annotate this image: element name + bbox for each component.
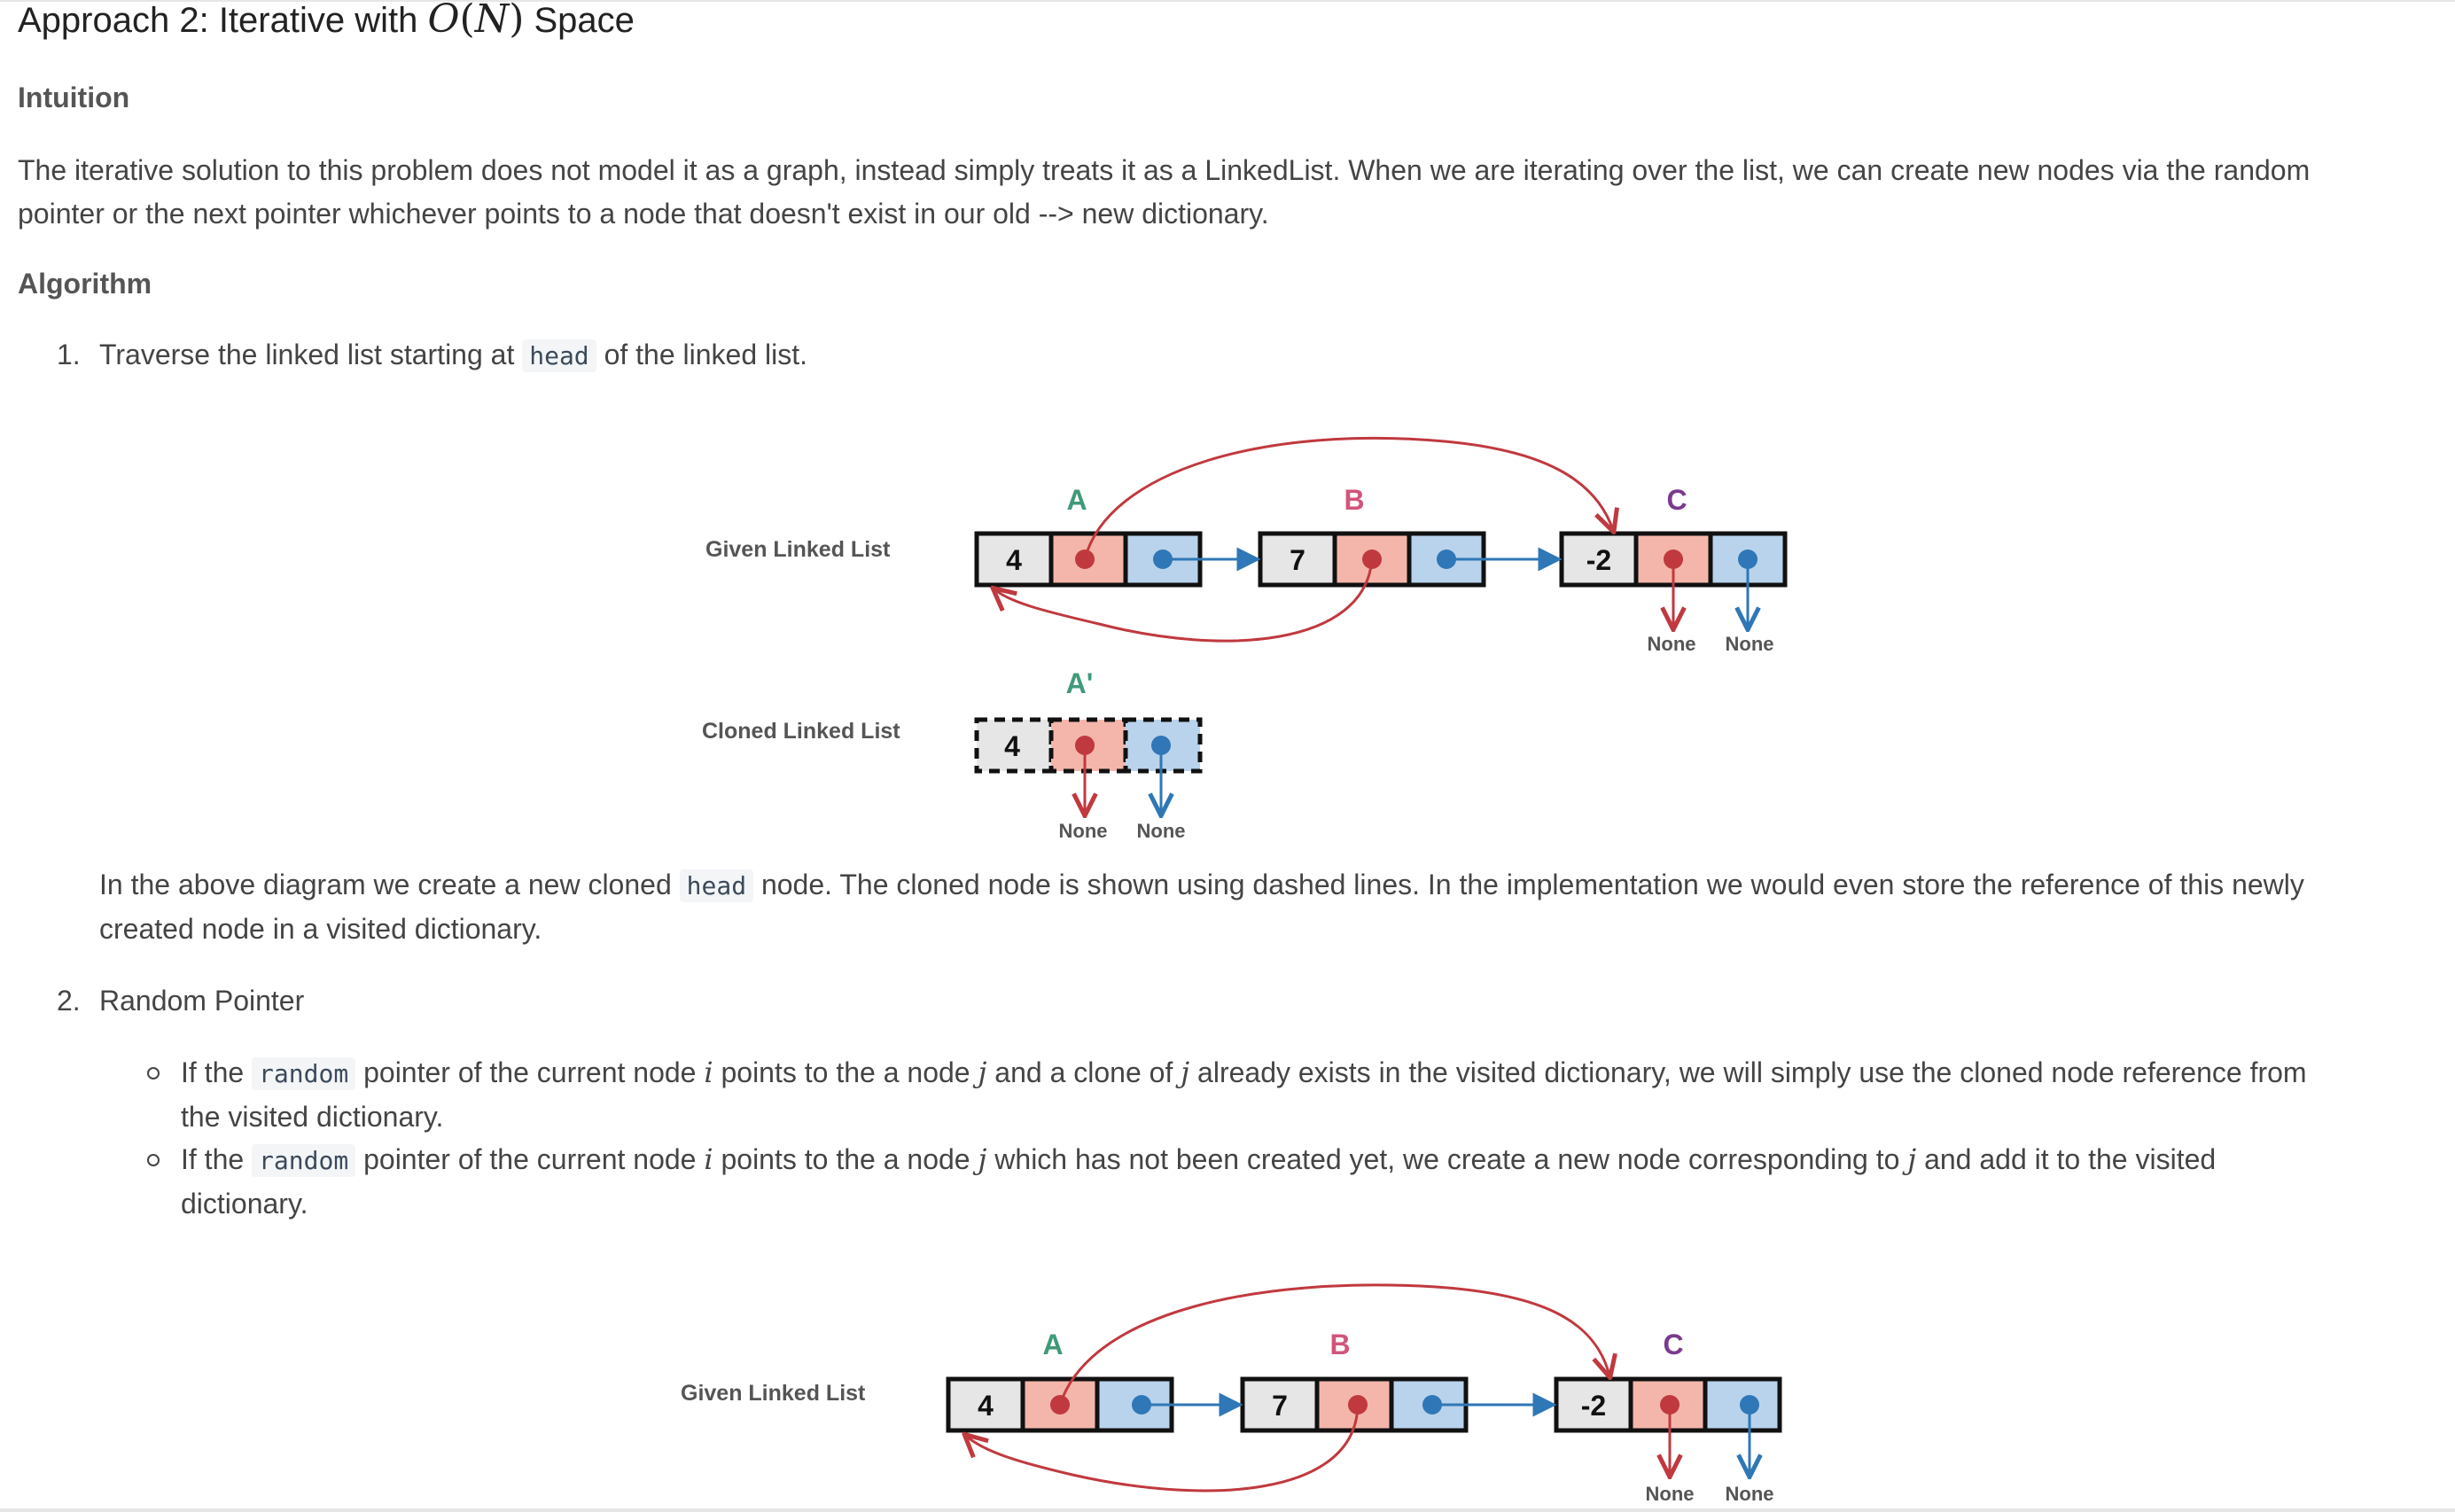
- node-a-label: A: [1066, 484, 1087, 516]
- head-code: head: [522, 339, 596, 372]
- random-code: random: [252, 1144, 356, 1177]
- node-c: -2 C: [1554, 1329, 1782, 1433]
- bottom-divider: [0, 1508, 2455, 1512]
- none-label: None: [1646, 1483, 1695, 1505]
- bullet-marker: [147, 1154, 160, 1166]
- node-a-value: 4: [978, 1390, 994, 1422]
- node-b-value: 7: [1290, 544, 1305, 576]
- diagram-clone-head: Given Linked List Cloned Linked List 4 A…: [702, 436, 1788, 842]
- node-b: 7 B: [1240, 1329, 1469, 1433]
- diagram-1-caption: In the above diagram we create a new clo…: [99, 863, 2404, 951]
- intuition-heading: Intuition: [18, 82, 130, 113]
- bullet-1-text: If the random pointer of the current nod…: [181, 1056, 2307, 1133]
- algorithm-heading: Algorithm: [18, 268, 152, 300]
- cloned-node-a-prime: 4 A': [974, 667, 1203, 774]
- node-b-label: B: [1329, 1329, 1350, 1360]
- node-a-label: A: [1042, 1329, 1063, 1360]
- step-2-number: 2.: [57, 985, 81, 1017]
- given-list-label: Given Linked List: [705, 537, 891, 562]
- none-label: None: [1137, 820, 1186, 842]
- node-c-value: -2: [1581, 1390, 1606, 1422]
- caption-line-2: created node in a visited dictionary.: [99, 913, 542, 945]
- intuition-paragraph: The iterative solution to this problem d…: [18, 149, 2428, 236]
- approach-title: Approach 2: Iterative with O(N) Space: [18, 0, 635, 42]
- caption-line-1: In the above diagram we create a new clo…: [99, 869, 2304, 902]
- random-arrow-a-c: [1083, 436, 1613, 560]
- intuition-line-1: The iterative solution to this problem d…: [18, 154, 2311, 186]
- node-b-value: 7: [1272, 1390, 1288, 1422]
- bullet-2-text: If the random pointer of the current nod…: [181, 1142, 2217, 1220]
- node-c-label: C: [1666, 484, 1687, 516]
- node-c-value: -2: [1586, 544, 1611, 576]
- head-code: head: [679, 869, 754, 902]
- none-label: None: [1059, 820, 1108, 842]
- random-arrow-a-c: [1058, 1283, 1609, 1406]
- given-list-label: Given Linked List: [681, 1381, 866, 1406]
- cloned-list-label: Cloned Linked List: [702, 719, 900, 744]
- diagram-random-pointer: Given Linked List 4 A 7 B -2 C: [681, 1283, 1782, 1505]
- node-c-label: C: [1663, 1329, 1683, 1360]
- none-label: None: [1726, 633, 1774, 655]
- random-arrow-b-a: [966, 1404, 1360, 1493]
- none-label: None: [1648, 633, 1696, 655]
- intuition-line-2: pointer or the next pointer whichever po…: [18, 198, 1269, 230]
- cloned-node-label: A': [1066, 667, 1094, 699]
- node-b-label: B: [1344, 484, 1364, 516]
- top-divider: [0, 0, 2455, 2]
- random-code: random: [252, 1057, 356, 1090]
- node-a-value: 4: [1006, 544, 1022, 576]
- bullet-marker: [147, 1067, 160, 1079]
- none-label: None: [1726, 1483, 1774, 1505]
- random-arrow-b-a: [994, 558, 1374, 643]
- step-2-text: Random Pointer: [99, 985, 305, 1017]
- step-1-text: Traverse the linked list starting at hea…: [99, 339, 808, 372]
- cloned-node-value: 4: [1004, 730, 1020, 762]
- step-1-number: 1.: [57, 339, 81, 370]
- node-b: 7 B: [1258, 484, 1486, 588]
- node-a: 4 A: [946, 1329, 1174, 1433]
- node-a: 4 A: [974, 484, 1203, 588]
